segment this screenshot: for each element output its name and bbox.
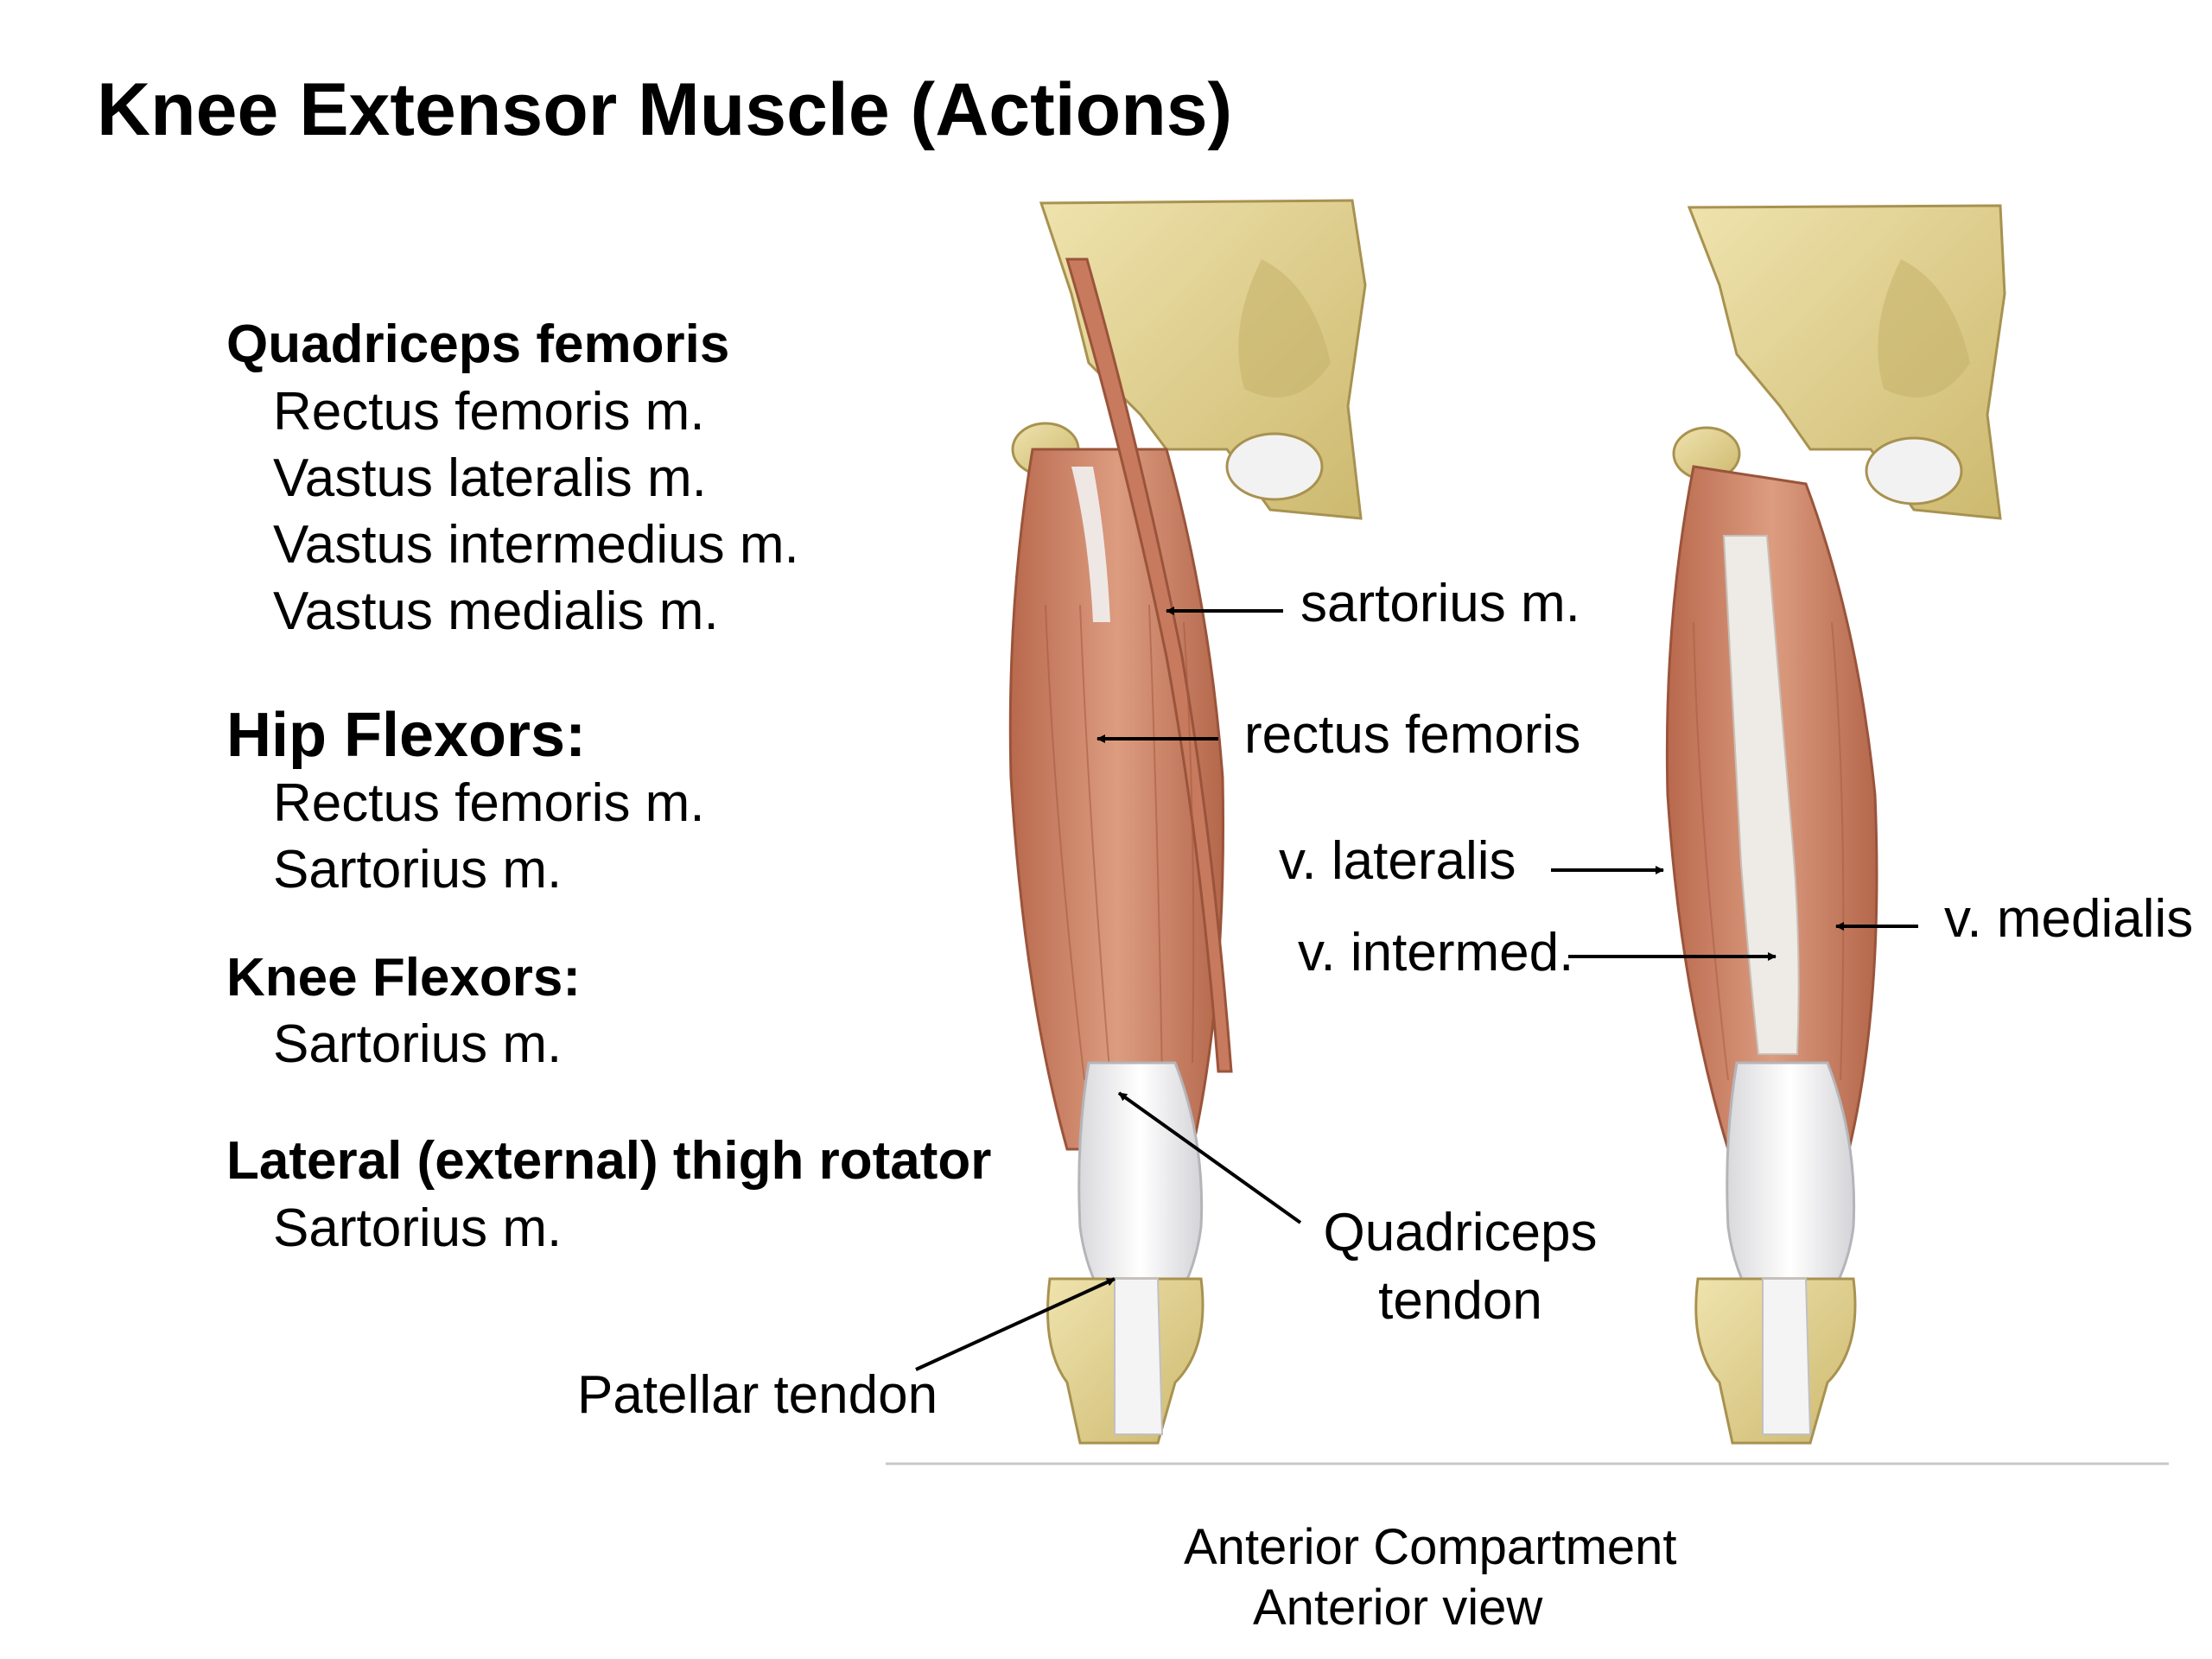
- list-item: Sartorius m.: [273, 1198, 563, 1258]
- left-leg-anterior-superficial: [1008, 199, 1367, 1445]
- pelvis-detail-2: [1878, 259, 1970, 397]
- arrow-quadriceps-tendon: [1117, 1091, 1302, 1224]
- arrow-patellar-tendon: [915, 1277, 1116, 1371]
- slide-title: Knee Extensor Muscle (Actions): [97, 68, 1233, 151]
- label-quadriceps-tendon-line1: Quadriceps: [1323, 1203, 1598, 1262]
- patellar-tendon-shape: [1114, 1278, 1164, 1435]
- list-item: Rectus femoris m.: [273, 773, 705, 833]
- rectus-femoris-aponeurosis: [1071, 467, 1110, 622]
- list-item: Vastus lateralis m.: [273, 448, 707, 508]
- list-item: Vastus intermedius m.: [273, 515, 799, 575]
- label-v-lateralis: v. lateralis: [1279, 831, 1516, 891]
- label-quadriceps-tendon-line2: tendon: [1378, 1270, 1542, 1331]
- label-quadriceps-tendon: Quadriceps tendon: [1318, 1199, 1603, 1335]
- label-rectus-femoris: rectus femoris: [1244, 705, 1581, 765]
- obturator-foramen: [1225, 432, 1324, 501]
- label-v-medialis: v. medialis: [1944, 889, 2194, 949]
- list-item: Rectus femoris m.: [273, 382, 705, 442]
- caption-line2: Anterior view: [1253, 1580, 1543, 1636]
- label-patellar-tendon: Patellar tendon: [577, 1365, 938, 1425]
- pelvis-detail: [1238, 259, 1331, 397]
- right-leg-anterior-deep: [1665, 204, 2006, 1445]
- group-heading-thigh-rotator: Lateral (external) thigh rotator: [226, 1131, 992, 1191]
- label-sartorius: sartorius m.: [1300, 574, 1580, 633]
- group-heading-quadriceps: Quadriceps femoris: [226, 315, 730, 374]
- sartorius-muscle: [1065, 257, 1233, 1073]
- list-item: Sartorius m.: [273, 840, 563, 899]
- group-heading-hip-flexors: Hip Flexors:: [226, 701, 587, 770]
- group-heading-knee-flexors: Knee Flexors:: [226, 948, 582, 1007]
- list-item: Sartorius m.: [273, 1014, 563, 1074]
- obturator-foramen-2: [1865, 436, 1963, 505]
- patellar-tendon-shape-2: [1762, 1278, 1812, 1435]
- vastus-intermedius: [1722, 535, 1800, 1055]
- caption-line1: Anterior Compartment: [1184, 1519, 1677, 1575]
- list-item: Vastus medialis m.: [273, 582, 719, 641]
- label-v-intermed: v. intermed.: [1298, 923, 1574, 982]
